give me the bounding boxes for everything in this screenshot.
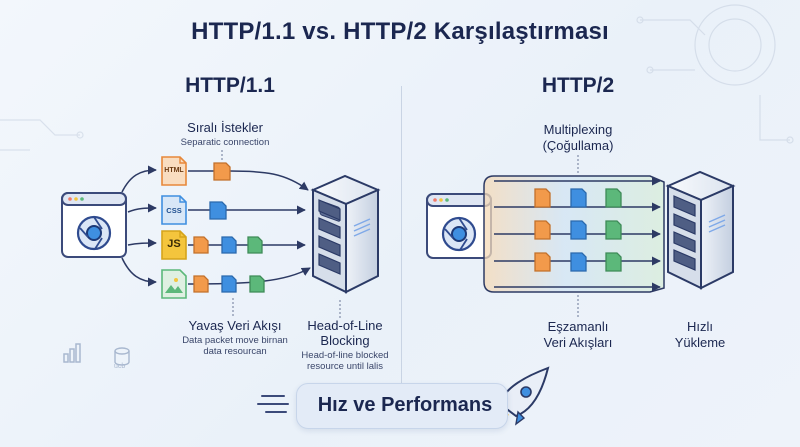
browser-window-right: [426, 193, 492, 259]
packets-left: [193, 162, 265, 293]
image-file-icon: [161, 269, 187, 299]
performance-banner-label: Hız ve Performans: [317, 394, 493, 416]
chrome-icon: [441, 216, 477, 252]
packet: [605, 188, 622, 208]
packet: [605, 220, 622, 240]
hol-sub-1: Head-of-line blocked: [301, 350, 389, 361]
packet: [221, 236, 237, 254]
connectors-left: [121, 165, 157, 287]
packet: [247, 236, 263, 254]
server-icon: [310, 174, 381, 294]
bar-chart-icon: [63, 343, 81, 363]
speed-lines: [257, 395, 289, 413]
css-file-label: CSS: [166, 206, 182, 215]
concurrent-streams-1: Eşzamanlı: [547, 319, 609, 334]
fast-loading-2: Yükleme: [674, 335, 726, 350]
packet: [570, 252, 587, 272]
http2-heading: HTTP/2: [541, 74, 615, 97]
packet: [534, 220, 551, 240]
packet: [209, 201, 227, 220]
hol-title-1: Head-of-Line: [307, 318, 383, 333]
slow-flow-sub-2: data resourcan: [203, 346, 267, 357]
multiplexing-title-1: Multiplexing: [543, 122, 613, 137]
packet: [249, 275, 265, 293]
request-lines-left: [187, 170, 311, 285]
section-divider: [401, 86, 402, 386]
fast-loading-1: Hızlı: [687, 319, 713, 334]
callout-lines: [221, 150, 579, 318]
packet: [213, 162, 231, 181]
slow-flow-title: Yavaş Veri Akışı: [188, 318, 282, 333]
css-file-icon: [161, 195, 187, 225]
js-file-icon: [161, 230, 187, 260]
concurrent-streams-2: Veri Akışları: [543, 335, 613, 350]
hol-title-2: Blocking: [320, 333, 370, 348]
html-file-label: HTML: [164, 167, 184, 174]
packet: [534, 188, 551, 208]
packet: [570, 188, 587, 208]
packet: [605, 252, 622, 272]
server-icon: [665, 170, 736, 290]
browser-window-left: [61, 192, 127, 258]
corner-label: ucb: [114, 363, 126, 370]
performance-banner: [296, 383, 508, 429]
html-file-icon: [161, 156, 187, 186]
circuit-decoration-left: [0, 119, 84, 151]
chrome-icon: [76, 215, 112, 251]
packet: [570, 220, 587, 240]
slow-flow-sub-1: Data packet move birnan: [182, 335, 288, 346]
packets-right: [534, 188, 622, 272]
circuit-decoration: [636, 4, 794, 144]
js-file-label: JS: [167, 238, 181, 250]
multiplexing-title-2: (Çoğullama): [542, 138, 614, 153]
packet: [221, 275, 237, 293]
packet: [534, 252, 551, 272]
packet: [193, 275, 209, 293]
packet: [193, 236, 209, 254]
sequential-requests-title: Sıralı İstekler: [187, 120, 263, 135]
sequential-requests-sub: Separatic connection: [180, 137, 270, 148]
page-title: HTTP/1.1 vs. HTTP/2 Karşılaştırması: [191, 18, 609, 45]
hol-sub-2: resource until lalis: [306, 361, 384, 372]
http11-heading: HTTP/1.1: [185, 74, 275, 97]
database-icon: [114, 347, 130, 366]
